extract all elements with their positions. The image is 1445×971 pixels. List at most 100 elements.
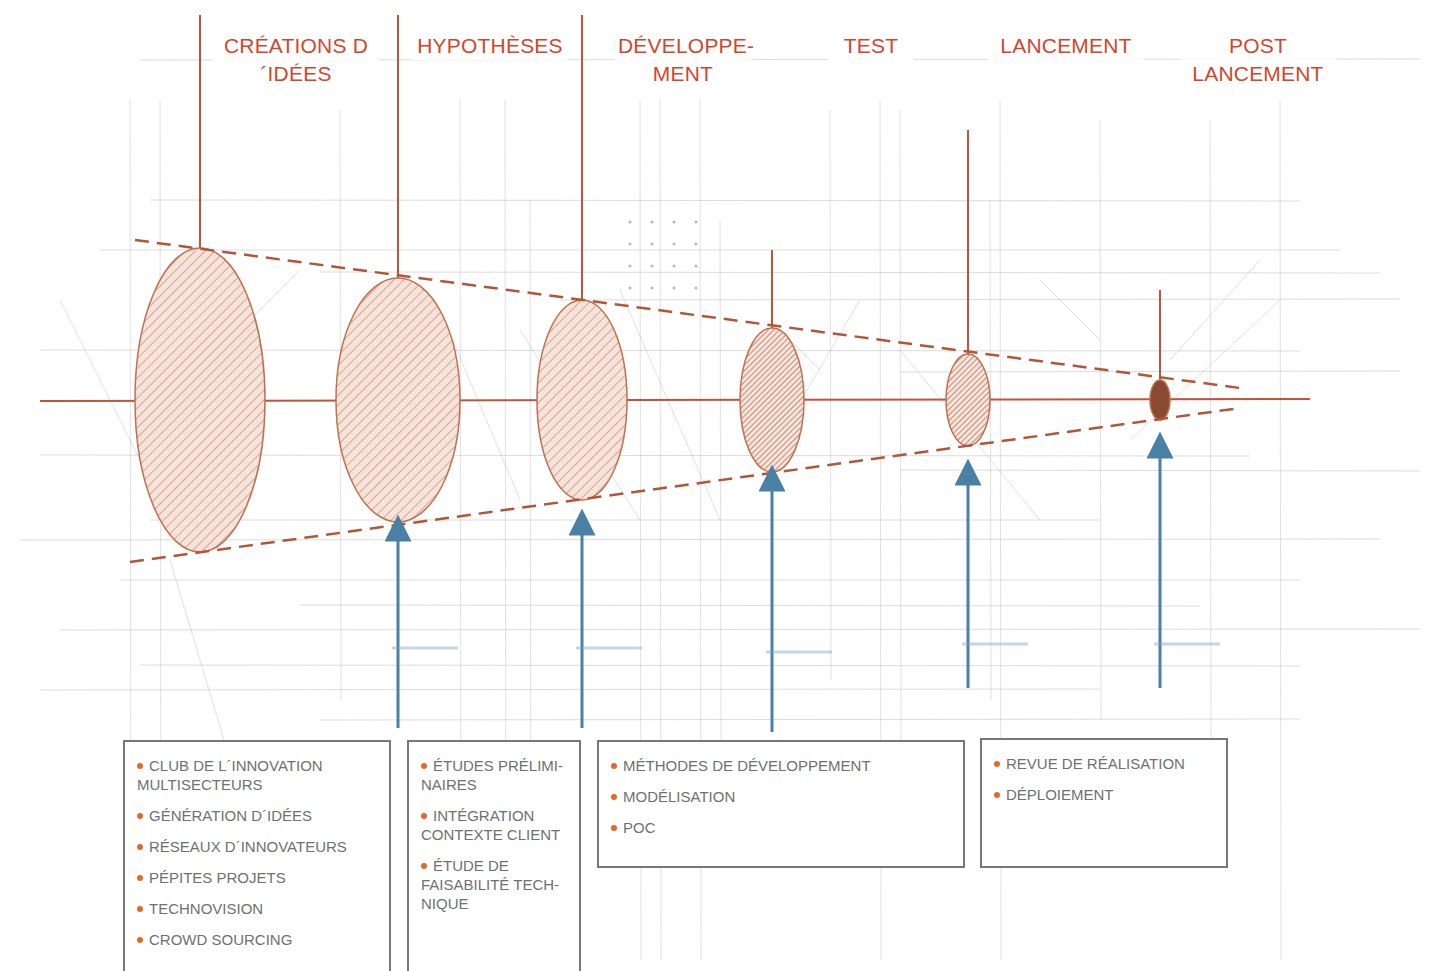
bullet-text: ÉTUDE DE FAISABILITÉ TECH- NIQUE	[421, 857, 559, 912]
sketch-dot	[628, 264, 631, 267]
bullet-text: RÉSEAUX D´INNOVATEURS	[149, 838, 347, 855]
sketch-line	[300, 605, 1200, 606]
sketch-line	[1040, 280, 1100, 340]
bullet-item: MÉTHODES DE DÉVELOPPEMENT	[611, 756, 953, 775]
sketch-line	[150, 200, 1300, 201]
bullet-item: RÉSEAUX D´INNOVATEURS	[137, 837, 379, 856]
sketch-dot	[694, 242, 697, 245]
bullet-text: PÉPITES PROJETS	[149, 869, 286, 886]
bullet-item: DÉPLOIEMENT	[994, 785, 1216, 804]
sketch-line	[1280, 100, 1281, 960]
funnel-ellipse	[946, 354, 990, 446]
funnel-ellipse	[135, 248, 265, 552]
bullet-dot	[421, 813, 427, 819]
bullet-dot	[137, 937, 143, 943]
bullet-text: TECHNOVISION	[149, 900, 263, 917]
bullet-item: POC	[611, 818, 953, 837]
sketch-dot	[650, 286, 653, 289]
sketch-line	[560, 299, 1400, 300]
funnel-ellipse-ground	[336, 278, 460, 522]
bullet-text: CLUB DE L´INNOVATION MULTISECTEURS	[137, 757, 323, 793]
funnel-ellipse-ground	[135, 248, 265, 552]
sketch-dot	[650, 242, 653, 245]
bullet-box: MÉTHODES DE DÉVELOPPEMENT MODÉLISATION POC	[597, 740, 965, 868]
blue-arrow	[581, 522, 584, 728]
stage-title: POST LANCEMENT	[1180, 32, 1336, 88]
blue-arrow	[397, 528, 400, 728]
bullet-box: ÉTUDES PRÉLIMI- NAIRES INTÉGRATION CONTEX…	[407, 740, 581, 971]
sketch-line	[620, 290, 720, 520]
bullet-text: CROWD SOURCING	[149, 931, 292, 948]
bullet-item: CROWD SOURCING	[137, 930, 379, 949]
bullet-box: REVUE DE RÉALISATION DÉPLOIEMENT	[980, 738, 1228, 868]
blue-arrow	[1159, 445, 1162, 688]
bullet-text: MODÉLISATION	[623, 788, 735, 805]
sketch-line	[1130, 300, 1280, 440]
blue-stroke	[766, 651, 832, 654]
bullet-item: ÉTUDES PRÉLIMI- NAIRES	[421, 756, 569, 794]
sketch-dot	[650, 220, 653, 223]
funnel-ellipse	[740, 328, 804, 472]
sketch-dot	[672, 242, 675, 245]
bullet-dot	[994, 761, 1000, 767]
bullet-item: MODÉLISATION	[611, 787, 953, 806]
bullet-dot	[611, 794, 617, 800]
sketch-dot	[672, 286, 675, 289]
sketch-dot	[694, 286, 697, 289]
blue-arrow	[967, 472, 970, 688]
sketch-line	[1100, 120, 1101, 720]
bullet-dot	[421, 863, 427, 869]
bullet-text: DÉPLOIEMENT	[1006, 786, 1114, 803]
bullet-box: CLUB DE L´INNOVATION MULTISECTEURS GÉNÉRA…	[123, 740, 391, 971]
funnel-ellipse-ground	[537, 300, 627, 500]
bullet-text: REVUE DE RÉALISATION	[1006, 755, 1185, 772]
stage-title: HYPOTHÈSES	[412, 32, 568, 60]
sketch-line	[120, 580, 1300, 581]
funnel-ellipse-ground	[946, 354, 990, 446]
bullet-dot	[137, 906, 143, 912]
sketch-dot	[694, 264, 697, 267]
funnel-edge	[135, 240, 1240, 388]
sketch-line	[140, 665, 1300, 666]
funnel-ellipse-ground	[1150, 380, 1170, 420]
bullet-text: INTÉGRATION CONTEXTE CLIENT	[421, 807, 560, 843]
bullet-dot	[994, 792, 1000, 798]
sketch-line	[150, 520, 1100, 521]
funnel	[40, 15, 1310, 732]
bullet-text: GÉNÉRATION D´IDÉES	[149, 807, 312, 824]
bullet-item: INTÉGRATION CONTEXTE CLIENT	[421, 806, 569, 844]
blue-arrow	[771, 478, 774, 732]
blue-stroke	[576, 647, 642, 650]
sketch-line	[320, 272, 1380, 273]
sketch-line	[320, 719, 1300, 720]
sketch-line	[900, 350, 1040, 520]
bullet-dot	[137, 763, 143, 769]
sketch-line	[1210, 120, 1211, 740]
sketch-dot	[628, 242, 631, 245]
blue-stroke	[1154, 643, 1220, 646]
sketch-line	[1170, 260, 1260, 360]
stage-title: LANCEMENT	[988, 32, 1144, 60]
blue-stroke	[392, 647, 458, 650]
stage-title: DÉVELOPPE- MENT	[615, 32, 751, 88]
sketch-dot	[672, 220, 675, 223]
sketch-dot	[628, 220, 631, 223]
bullet-item: GÉNÉRATION D´IDÉES	[137, 806, 379, 825]
bullet-item: ÉTUDE DE FAISABILITÉ TECH- NIQUE	[421, 856, 569, 913]
funnel-edge	[130, 408, 1240, 562]
sketch-line	[990, 200, 991, 700]
sketch-line	[900, 110, 901, 740]
bullet-item: TECHNOVISION	[137, 899, 379, 918]
bullet-dot	[611, 825, 617, 831]
bullet-dot	[421, 763, 427, 769]
sketch-dot	[672, 264, 675, 267]
bullet-item: CLUB DE L´INNOVATION MULTISECTEURS	[137, 756, 379, 794]
funnel-ellipse-ground	[740, 328, 804, 472]
funnel-ellipse	[336, 278, 460, 522]
bullet-dot	[137, 844, 143, 850]
bullet-dot	[137, 813, 143, 819]
funnel-ellipse	[537, 300, 627, 500]
sketch-dot	[650, 264, 653, 267]
sketch-dot	[628, 286, 631, 289]
